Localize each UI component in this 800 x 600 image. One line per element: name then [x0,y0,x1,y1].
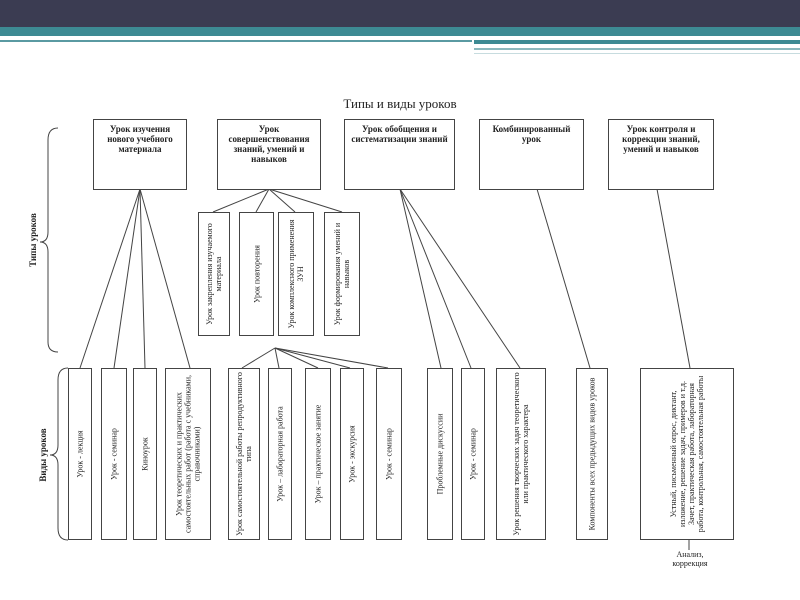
kind-label: Урок – практическое занятие [313,404,323,504]
kind-box: Урок - экскурсия [340,368,364,540]
connector-line [399,188,442,369]
kind-box: Урок теоретических и практических самост… [165,368,211,540]
type-label: Урок обобщения и систематизации знаний [351,124,448,144]
kind-box: Урок - лекция [68,368,92,540]
header-rule [474,48,800,50]
analysis-correction-note: Анализ, коррекция [672,550,708,568]
side-label-types: Типы уроков [28,213,38,267]
type-label: Урок совершенствования знаний, умений и … [228,124,310,164]
connector-line [241,347,276,369]
type-label: Урок контроля и коррекции знаний, умений… [622,124,700,154]
subtype-label: Урок комплексного применения ЗУН [287,219,305,329]
header-rule [0,40,472,42]
subtype-label: Урок повторения [252,245,261,303]
type-box-new-material: Урок изучения нового учебного материала [93,119,187,190]
type-label: Комбинированный урок [492,124,571,144]
type-box-improvement: Урок совершенствования знаний, умений и … [217,119,321,190]
kind-box: Проблемные дискуссии [427,368,453,540]
kind-box: Устный, письменный опрос, диктант, излож… [640,368,734,540]
connector-line [268,188,296,213]
kind-box: Урок – практическое занятие [305,368,331,540]
connector-line [113,188,141,369]
connector-line [274,347,389,369]
kind-label: Проблемные дискуссии [435,413,445,495]
connector-line [656,188,691,369]
connector-line [399,188,521,369]
subtype-box: Урок комплексного применения ЗУН [278,212,314,336]
kind-box: Урок самостоятельной работы репродуктивн… [228,368,260,540]
kind-label: Урок – лабораторная работа [275,406,285,502]
header-rule [474,40,800,44]
kind-box: Компоненты всех предыдущих видов уроков [576,368,608,540]
kind-box: Урок - семинар [376,368,402,540]
kind-label: Урок - семинар [384,428,394,480]
type-label: Урок изучения нового учебного материала [107,124,173,154]
header-bar [0,0,800,27]
kind-label: Урок - лекция [75,430,85,478]
diagram-title: Типы и виды уроков [343,96,457,111]
connector-line [274,347,319,369]
connector-line [255,188,270,213]
kind-label: Устный, письменный опрос, диктант, излож… [669,375,705,533]
kind-label: Урок - экскурсия [347,425,357,483]
header-rule [474,53,800,54]
connector-line [399,188,472,369]
bracket-types [39,127,59,353]
kind-label: Киноурок [140,437,150,471]
subtype-box: Урок повторения [239,212,274,336]
kind-label: Урок - семинар [468,428,478,480]
kind-label: Урок решения творческих задач теоретичес… [512,372,530,536]
subtype-label: Урок закрепления изучаемого материала [205,223,223,325]
kind-box: Урок - семинар [101,368,127,540]
kind-label: Урок теоретических и практических самост… [174,374,202,534]
connector-line [212,188,270,213]
kind-label: Урок самостоятельной работы репродуктивн… [235,372,253,536]
kind-box: Киноурок [133,368,157,540]
kind-box: Урок решения творческих задач теоретичес… [496,368,546,540]
connector-line [139,188,191,369]
header-accent-strip [0,27,800,36]
subtype-label: Урок формирования умений и навыков [333,222,351,326]
connector-line [268,188,343,213]
connector-line [79,188,141,369]
connector-line [274,347,280,369]
bracket-kinds [49,367,69,541]
kind-box: Урок - семинар [461,368,485,540]
side-label-kinds: Виды уроков [38,428,48,482]
kind-box: Урок – лабораторная работа [268,368,292,540]
type-box-combined: Комбинированный урок [479,119,584,190]
type-box-generalization: Урок обобщения и систематизации знаний [344,119,455,190]
kind-label: Компоненты всех предыдущих видов уроков [587,377,597,531]
subtype-box: Урок формирования умений и навыков [324,212,360,336]
kind-label: Урок - семинар [109,428,119,480]
connector-line [139,188,146,369]
type-box-control: Урок контроля и коррекции знаний, умений… [608,119,714,190]
subtype-box: Урок закрепления изучаемого материала [198,212,230,336]
connector-line [274,347,351,369]
connector-line [536,188,591,369]
